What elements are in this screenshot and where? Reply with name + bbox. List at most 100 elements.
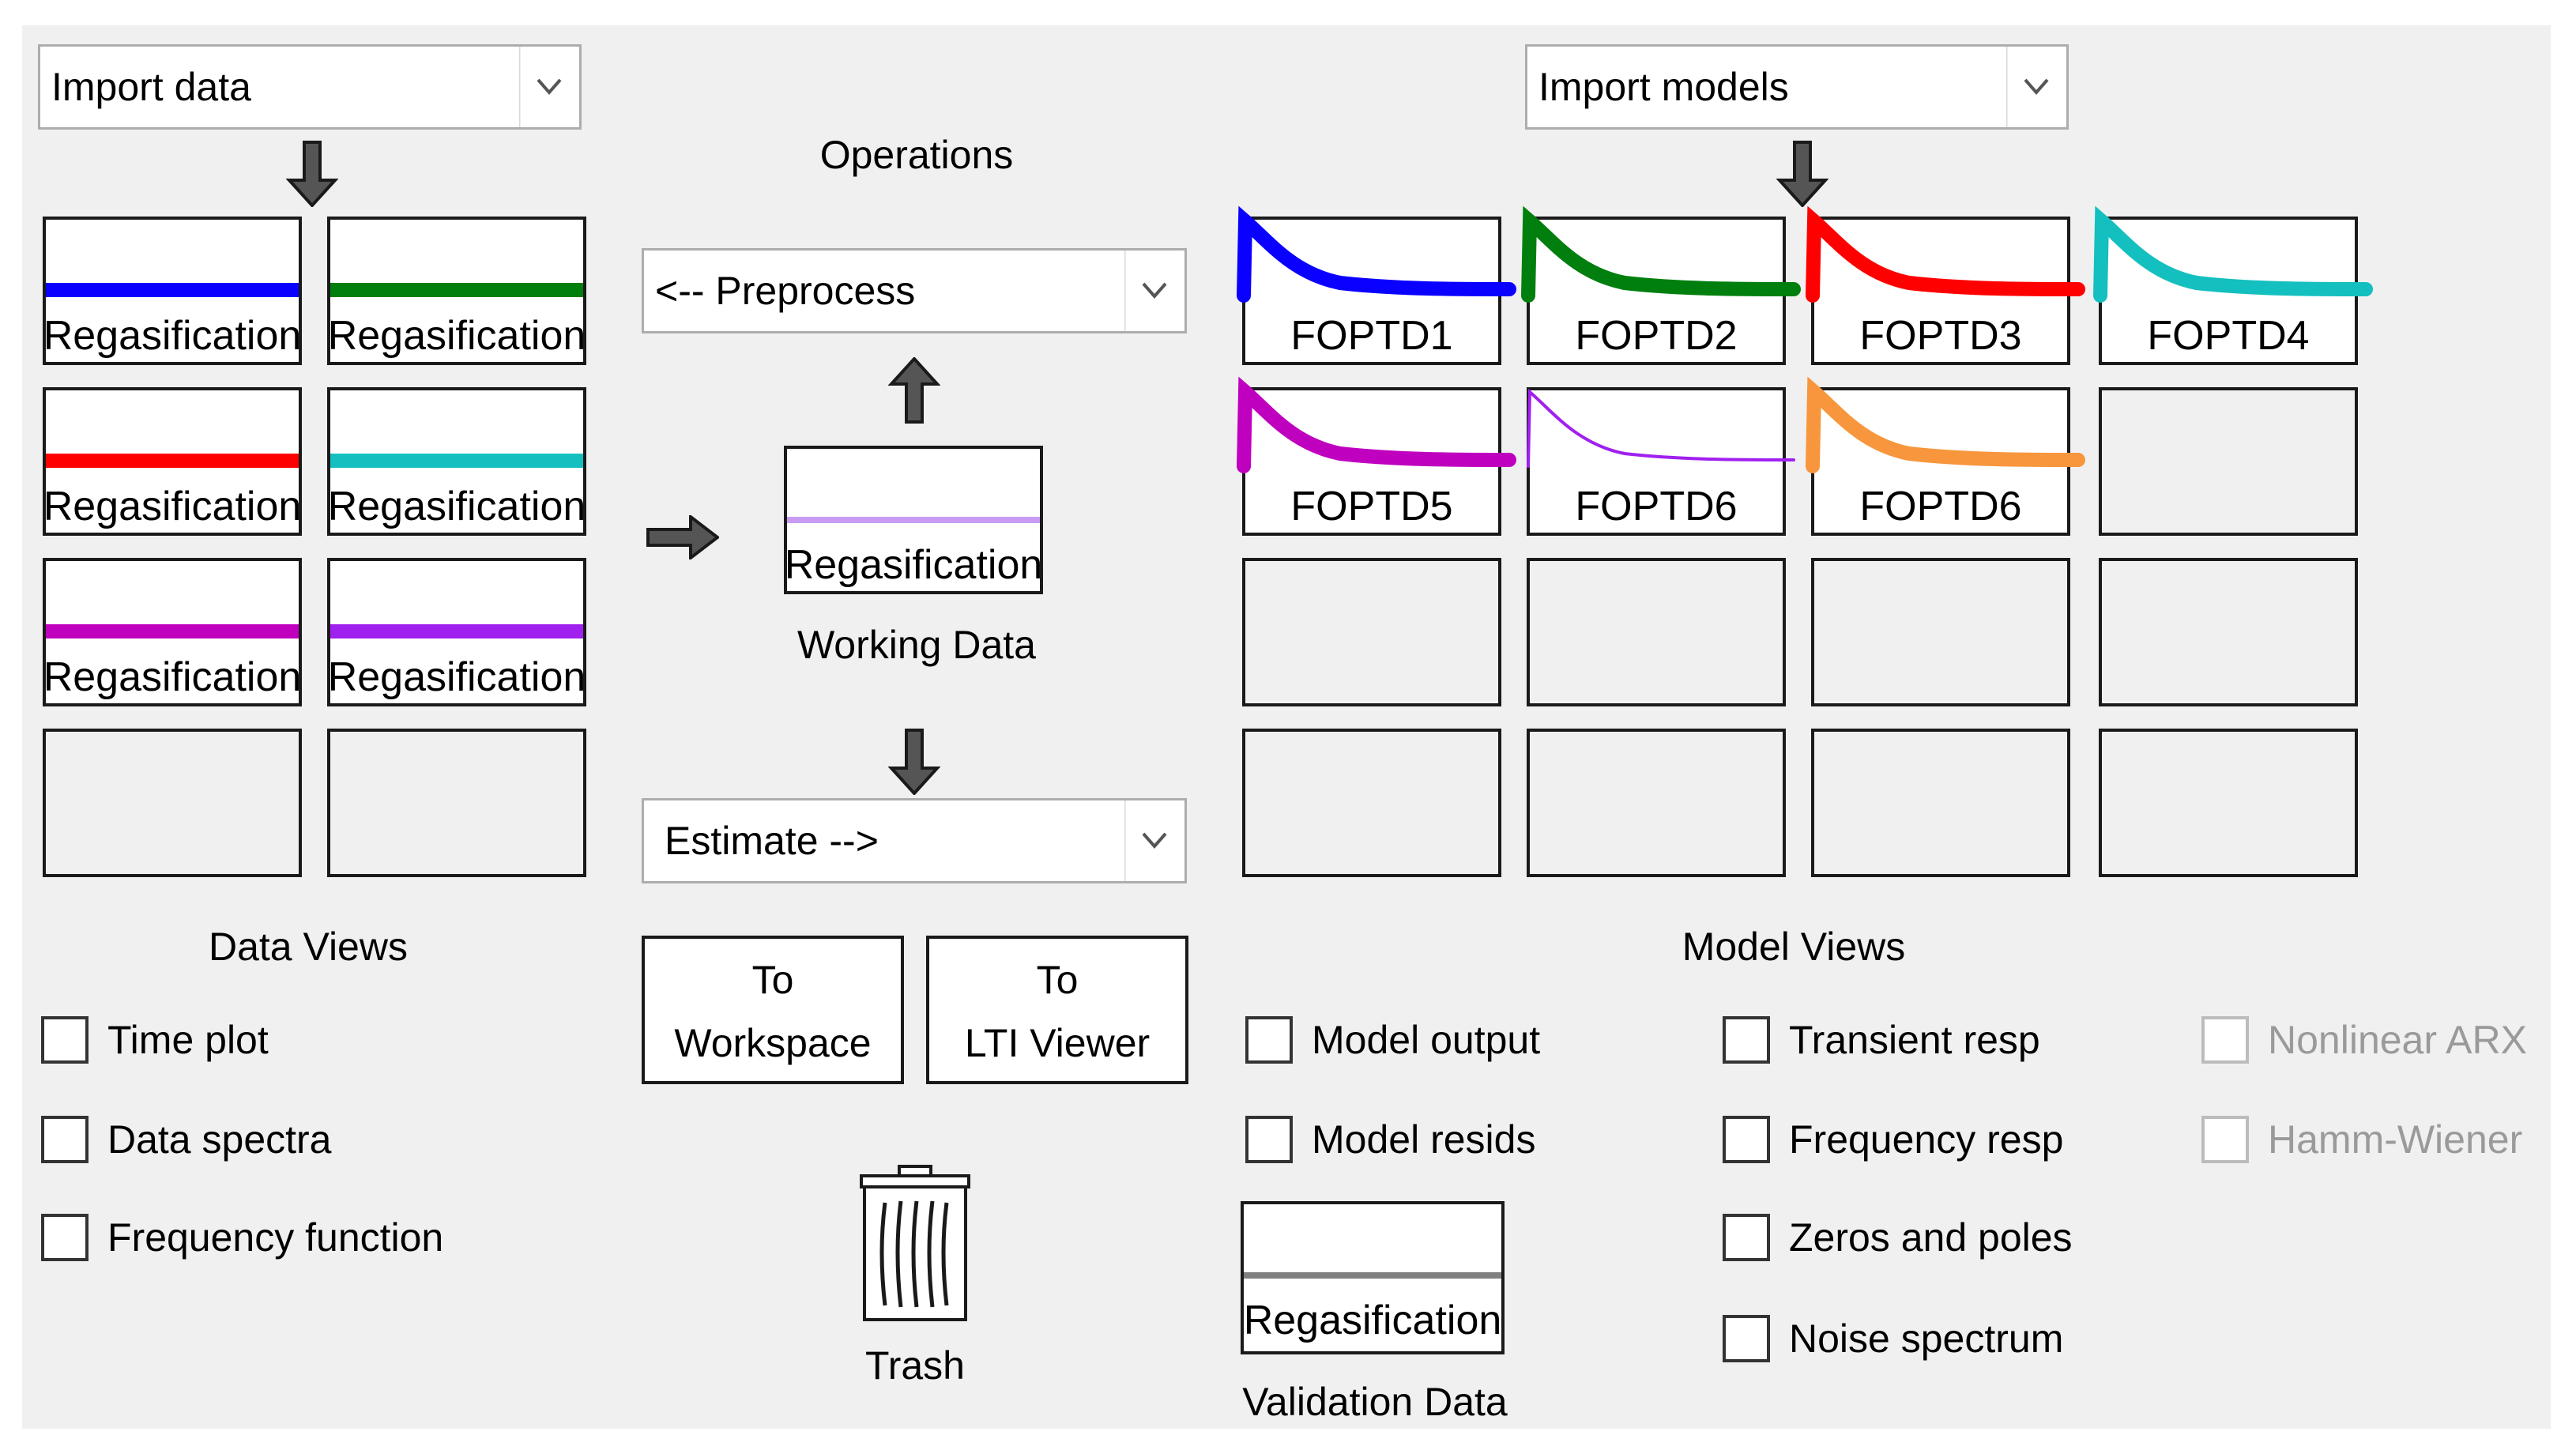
empty-model-board[interactable] [1811, 729, 2070, 877]
empty-model-board[interactable] [1527, 729, 1786, 877]
noise-spectrum-checkbox[interactable] [1723, 1315, 1770, 1362]
frequency-resp-label: Frequency resp [1789, 1117, 2064, 1162]
empty-model-board[interactable] [2099, 558, 2358, 706]
to-workspace-button[interactable]: To Workspace [642, 936, 904, 1084]
empty-model-board[interactable] [1811, 558, 2070, 706]
step-response-path [1527, 388, 1795, 468]
import-models-label: Import models [1538, 65, 1789, 109]
working-data-line [787, 517, 1040, 523]
step-response-curve [2093, 205, 2373, 303]
empty-data-board[interactable] [43, 729, 302, 877]
model-board[interactable]: FOPTD2 [1521, 205, 1801, 365]
to-lti-viewer-button[interactable]: To LTI Viewer [926, 936, 1188, 1084]
hamm-wiener-label: Hamm-Wiener [2268, 1117, 2523, 1162]
time-plot-checkbox[interactable] [41, 1016, 89, 1064]
data-board[interactable]: Regasification [327, 217, 586, 365]
data-board[interactable]: Regasification [43, 558, 302, 706]
chevron-down-icon [1124, 800, 1167, 881]
empty-model-board[interactable] [2099, 387, 2358, 536]
model-output-label: Model output [1312, 1018, 1541, 1062]
step-response-path [1521, 205, 1801, 303]
data-line [46, 283, 299, 297]
validation-data-board[interactable]: Regasification [1241, 1201, 1505, 1354]
arrow-down-icon [888, 729, 940, 795]
empty-model-board[interactable] [1242, 558, 1501, 706]
model-board-label: FOPTD6 [1859, 484, 2022, 529]
nonlinear-arx-label: Nonlinear ARX [2268, 1018, 2527, 1062]
model-board[interactable]: FOPTD5 [1237, 376, 1516, 536]
working-data-board[interactable]: Regasification [784, 446, 1043, 594]
preprocess-dropdown[interactable]: <-- Preprocess [642, 248, 1187, 333]
preprocess-label: <-- Preprocess [655, 269, 916, 313]
step-response-path [1806, 376, 2085, 473]
step-response-curve [1806, 376, 2085, 473]
working-data-caption: Working Data [797, 623, 1036, 667]
frequency-function-label: Frequency function [107, 1215, 444, 1260]
data-board[interactable]: Regasification [43, 387, 302, 536]
model-output-checkbox[interactable] [1245, 1016, 1293, 1064]
working-data-label: Regasification [784, 542, 1043, 588]
data-board-label: Regasification [43, 484, 302, 529]
data-spectra-checkbox[interactable] [41, 1116, 89, 1163]
empty-model-board[interactable] [1527, 558, 1786, 706]
validation-data-label: Regasification [1243, 1298, 1502, 1343]
trash-label: Trash [865, 1343, 965, 1388]
hamm-wiener-checkbox [2201, 1116, 2249, 1163]
step-response-curve [1521, 205, 1801, 303]
estimate-label: Estimate --> [665, 819, 879, 863]
empty-model-board[interactable] [1242, 729, 1501, 877]
arrow-right-icon [646, 515, 719, 559]
chevron-down-icon [519, 47, 562, 127]
data-board[interactable]: Regasification [327, 387, 586, 536]
model-board-label: FOPTD5 [1290, 484, 1453, 529]
model-board[interactable]: FOPTD6 [1806, 376, 2085, 536]
transient-resp-checkbox[interactable] [1723, 1016, 1770, 1064]
import-data-dropdown[interactable]: Import data [38, 44, 582, 130]
data-line [46, 454, 299, 468]
data-board[interactable]: Regasification [43, 217, 302, 365]
frequency-function-checkbox[interactable] [41, 1214, 89, 1261]
import-models-dropdown[interactable]: Import models [1525, 44, 2069, 130]
model-resids-checkbox[interactable] [1245, 1116, 1293, 1163]
model-board-label: FOPTD3 [1859, 313, 2022, 359]
zeros-and-poles-checkbox[interactable] [1723, 1214, 1770, 1261]
model-board-label: FOPTD2 [1575, 313, 1738, 359]
to-lti-viewer-line1: To [1036, 958, 1079, 1002]
model-board-label: FOPTD4 [2147, 313, 2310, 359]
data-board[interactable]: Regasification [327, 558, 586, 706]
data-line [330, 624, 583, 638]
step-response-curve [1527, 388, 1795, 468]
step-response-path [1237, 205, 1516, 303]
chevron-down-icon [2006, 47, 2049, 127]
import-data-label: Import data [51, 65, 251, 109]
data-board-label: Regasification [327, 654, 586, 700]
model-board[interactable]: FOPTD3 [1806, 205, 2085, 365]
zeros-and-poles-label: Zeros and poles [1789, 1215, 2073, 1260]
empty-model-board[interactable] [2099, 729, 2358, 877]
step-response-path [2093, 205, 2373, 303]
model-board-label: FOPTD6 [1575, 484, 1738, 529]
validation-data-caption: Validation Data [1242, 1380, 1508, 1424]
time-plot-label: Time plot [107, 1018, 269, 1062]
trash-icon[interactable] [858, 1165, 972, 1323]
data-views-title: Data Views [209, 925, 408, 969]
model-board[interactable]: FOPTD6 [1527, 387, 1795, 536]
empty-data-board[interactable] [327, 729, 586, 877]
step-response-curve [1806, 205, 2085, 303]
frequency-resp-checkbox[interactable] [1723, 1116, 1770, 1163]
to-workspace-line1: To [751, 958, 794, 1002]
estimate-dropdown[interactable]: Estimate --> [642, 798, 1187, 883]
model-views-title: Model Views [1682, 925, 1906, 969]
validation-data-line [1244, 1272, 1501, 1279]
transient-resp-label: Transient resp [1789, 1018, 2040, 1062]
model-board[interactable]: FOPTD1 [1237, 205, 1516, 365]
data-board-label: Regasification [43, 654, 302, 700]
model-board[interactable]: FOPTD4 [2093, 205, 2373, 365]
data-line [330, 283, 583, 297]
data-board-label: Regasification [43, 313, 302, 359]
to-lti-viewer-line2: LTI Viewer [964, 1021, 1151, 1065]
noise-spectrum-label: Noise spectrum [1789, 1317, 2064, 1361]
arrow-down-icon [1776, 141, 1828, 207]
step-response-path [1806, 205, 2085, 303]
data-board-label: Regasification [327, 313, 586, 359]
